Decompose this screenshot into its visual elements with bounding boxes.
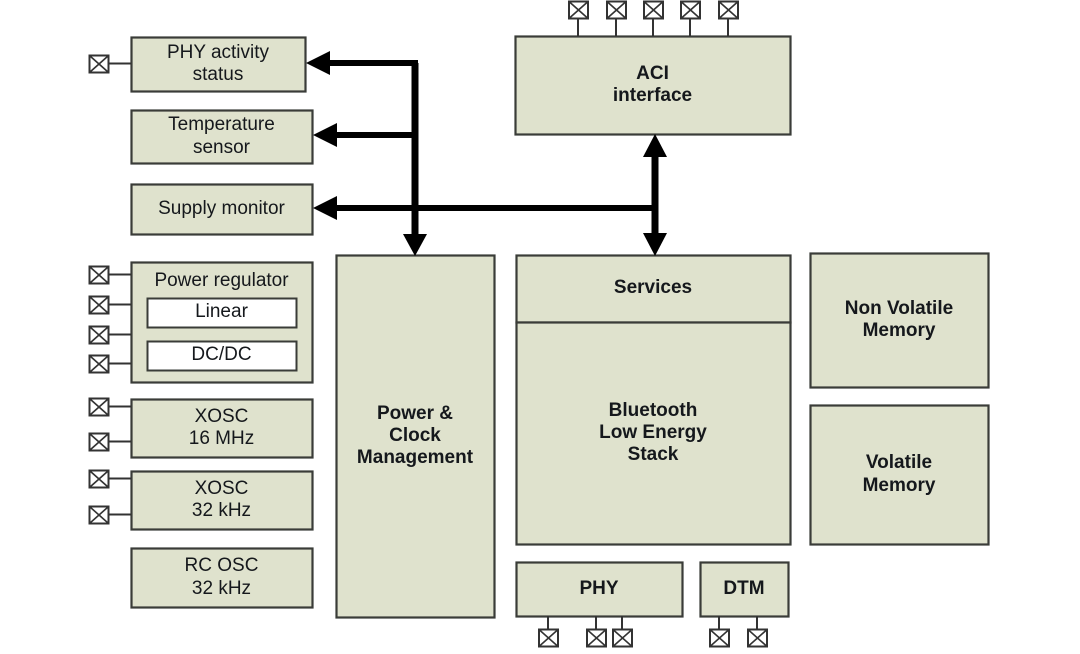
- pin-aci-3: [643, 0, 664, 36]
- pin-aci-5: [718, 0, 739, 36]
- block-linear: [146, 297, 298, 329]
- block-bluetooth-low-energy-stack: [515, 321, 792, 546]
- block-services: [515, 254, 792, 324]
- pin-dtm-2: [747, 616, 768, 648]
- pin-phy-2: [586, 616, 607, 648]
- block-xosc-32khz: [130, 470, 314, 531]
- arrowhead-phy-activity-status: [306, 51, 330, 75]
- pin-dtm-1: [709, 616, 730, 648]
- arrowhead-services: [643, 233, 667, 256]
- pin-xosc-32khz-2: [88, 505, 131, 525]
- block-phy: [515, 561, 684, 618]
- block-power-clock-management: [335, 254, 496, 619]
- connectors-layer: [306, 51, 667, 256]
- block-phy-activity-status: [130, 36, 307, 93]
- pin-phy-1: [538, 616, 559, 648]
- pin-power-regulator-4: [88, 354, 131, 374]
- block-rc-osc-32khz: [130, 547, 314, 609]
- pin-xosc-16mhz-1: [88, 397, 131, 417]
- pin-aci-1: [568, 0, 589, 36]
- block-temperature-sensor: [130, 109, 314, 165]
- arrowhead-power-clock-management: [403, 234, 427, 256]
- block-xosc-16mhz: [130, 398, 314, 459]
- pin-power-regulator-2: [88, 295, 131, 315]
- pin-aci-4: [680, 0, 701, 36]
- arrowhead-aci-interface: [643, 134, 667, 157]
- block-dcdc: [146, 340, 298, 372]
- pin-xosc-32khz-1: [88, 469, 131, 489]
- arrowhead-supply-monitor: [313, 196, 337, 220]
- pin-power-regulator-3: [88, 325, 131, 345]
- pin-xosc-16mhz-2: [88, 432, 131, 452]
- block-non-volatile-memory: [809, 252, 990, 389]
- block-dtm: [699, 561, 790, 618]
- block-volatile-memory: [809, 404, 990, 546]
- pin-power-regulator-1: [88, 265, 131, 285]
- arrowhead-temperature-sensor: [313, 123, 337, 147]
- pin-aci-2: [606, 0, 627, 36]
- block-supply-monitor: [130, 183, 314, 236]
- pin-phy-activity-status-1: [88, 54, 131, 74]
- inner-blocks-layer: [146, 297, 298, 372]
- pins-layer: [88, 0, 768, 648]
- pin-phy-3: [612, 616, 633, 648]
- block-aci-interface: [514, 35, 792, 136]
